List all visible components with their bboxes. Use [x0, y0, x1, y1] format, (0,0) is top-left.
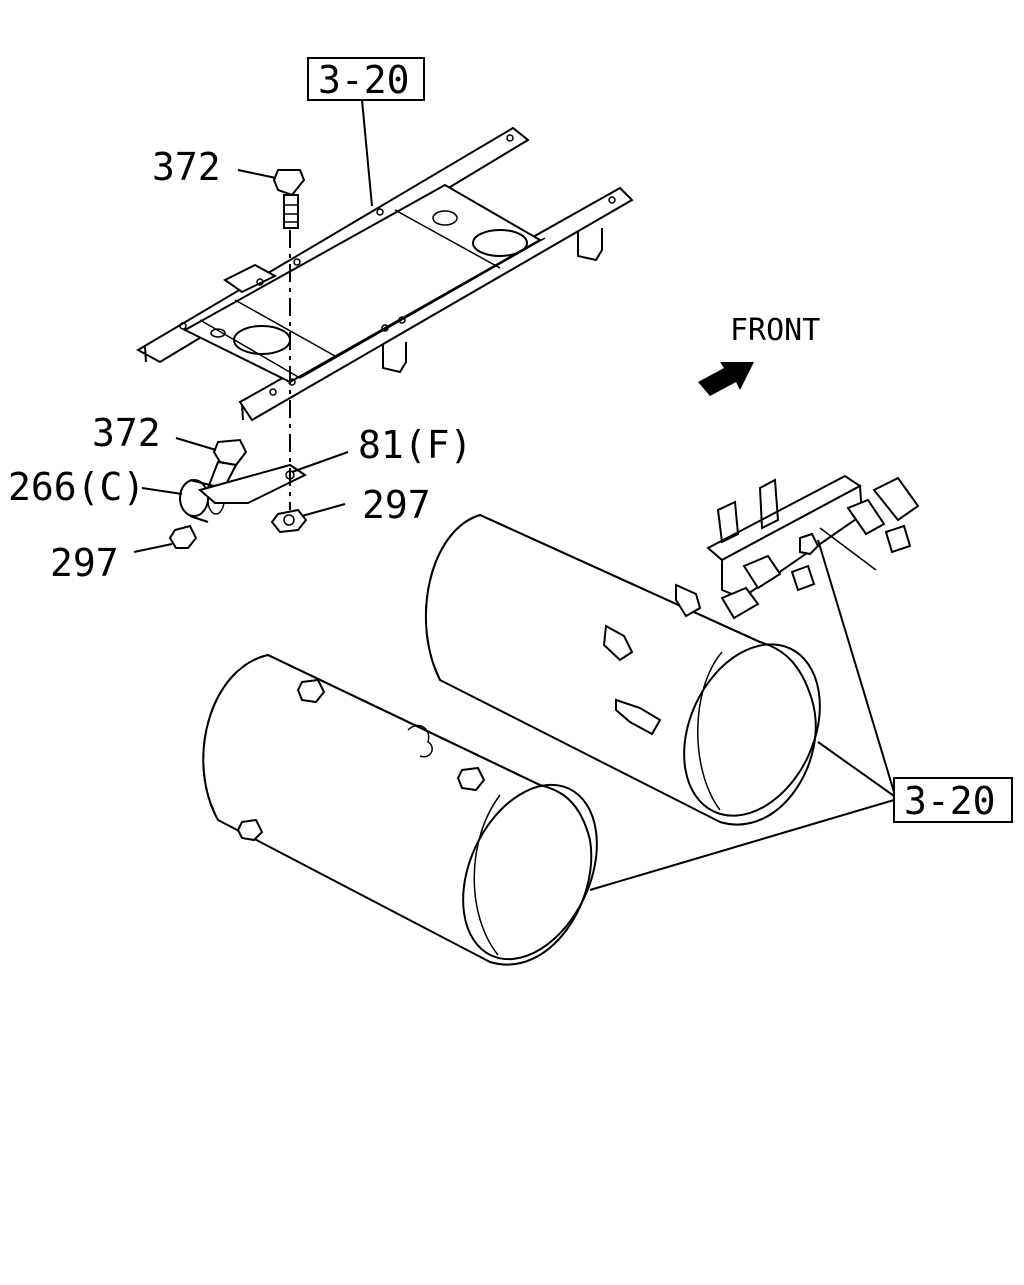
leader-cushion [141, 487, 183, 495]
part-label-nut-right: 297 [362, 483, 431, 527]
part-label-bolt-lower: 372 [92, 411, 161, 455]
front-label: FRONT [730, 313, 820, 348]
leader-ref-right [589, 539, 895, 891]
leader-bracket [291, 451, 349, 473]
upper-bolt [272, 169, 306, 229]
air-tank-rear [424, 513, 821, 826]
part-label-cushion: 266(C) [8, 465, 145, 509]
part-label-bolt-upper: 372 [152, 145, 221, 189]
ref-box-top [307, 57, 425, 101]
leader-nut-right [301, 503, 346, 517]
ref-label-right: 3-20 [904, 779, 996, 823]
nut-left [168, 524, 198, 549]
part-label-nut-lower: 297 [50, 541, 119, 585]
nut-right [270, 508, 308, 534]
air-tank-front [202, 653, 598, 966]
leader-bolt-upper [237, 169, 277, 179]
frame-crossmember [135, 126, 634, 422]
valve-assembly [706, 474, 920, 620]
ref-label-top: 3-20 [318, 58, 410, 102]
leader-nut-lower [133, 543, 173, 553]
ref-box-right [893, 777, 1013, 823]
front-arrow-icon [698, 362, 754, 396]
leader-bolt-lower [175, 437, 217, 451]
leader-ref-top [361, 99, 373, 207]
part-label-bracket: 81(F) [358, 423, 472, 467]
